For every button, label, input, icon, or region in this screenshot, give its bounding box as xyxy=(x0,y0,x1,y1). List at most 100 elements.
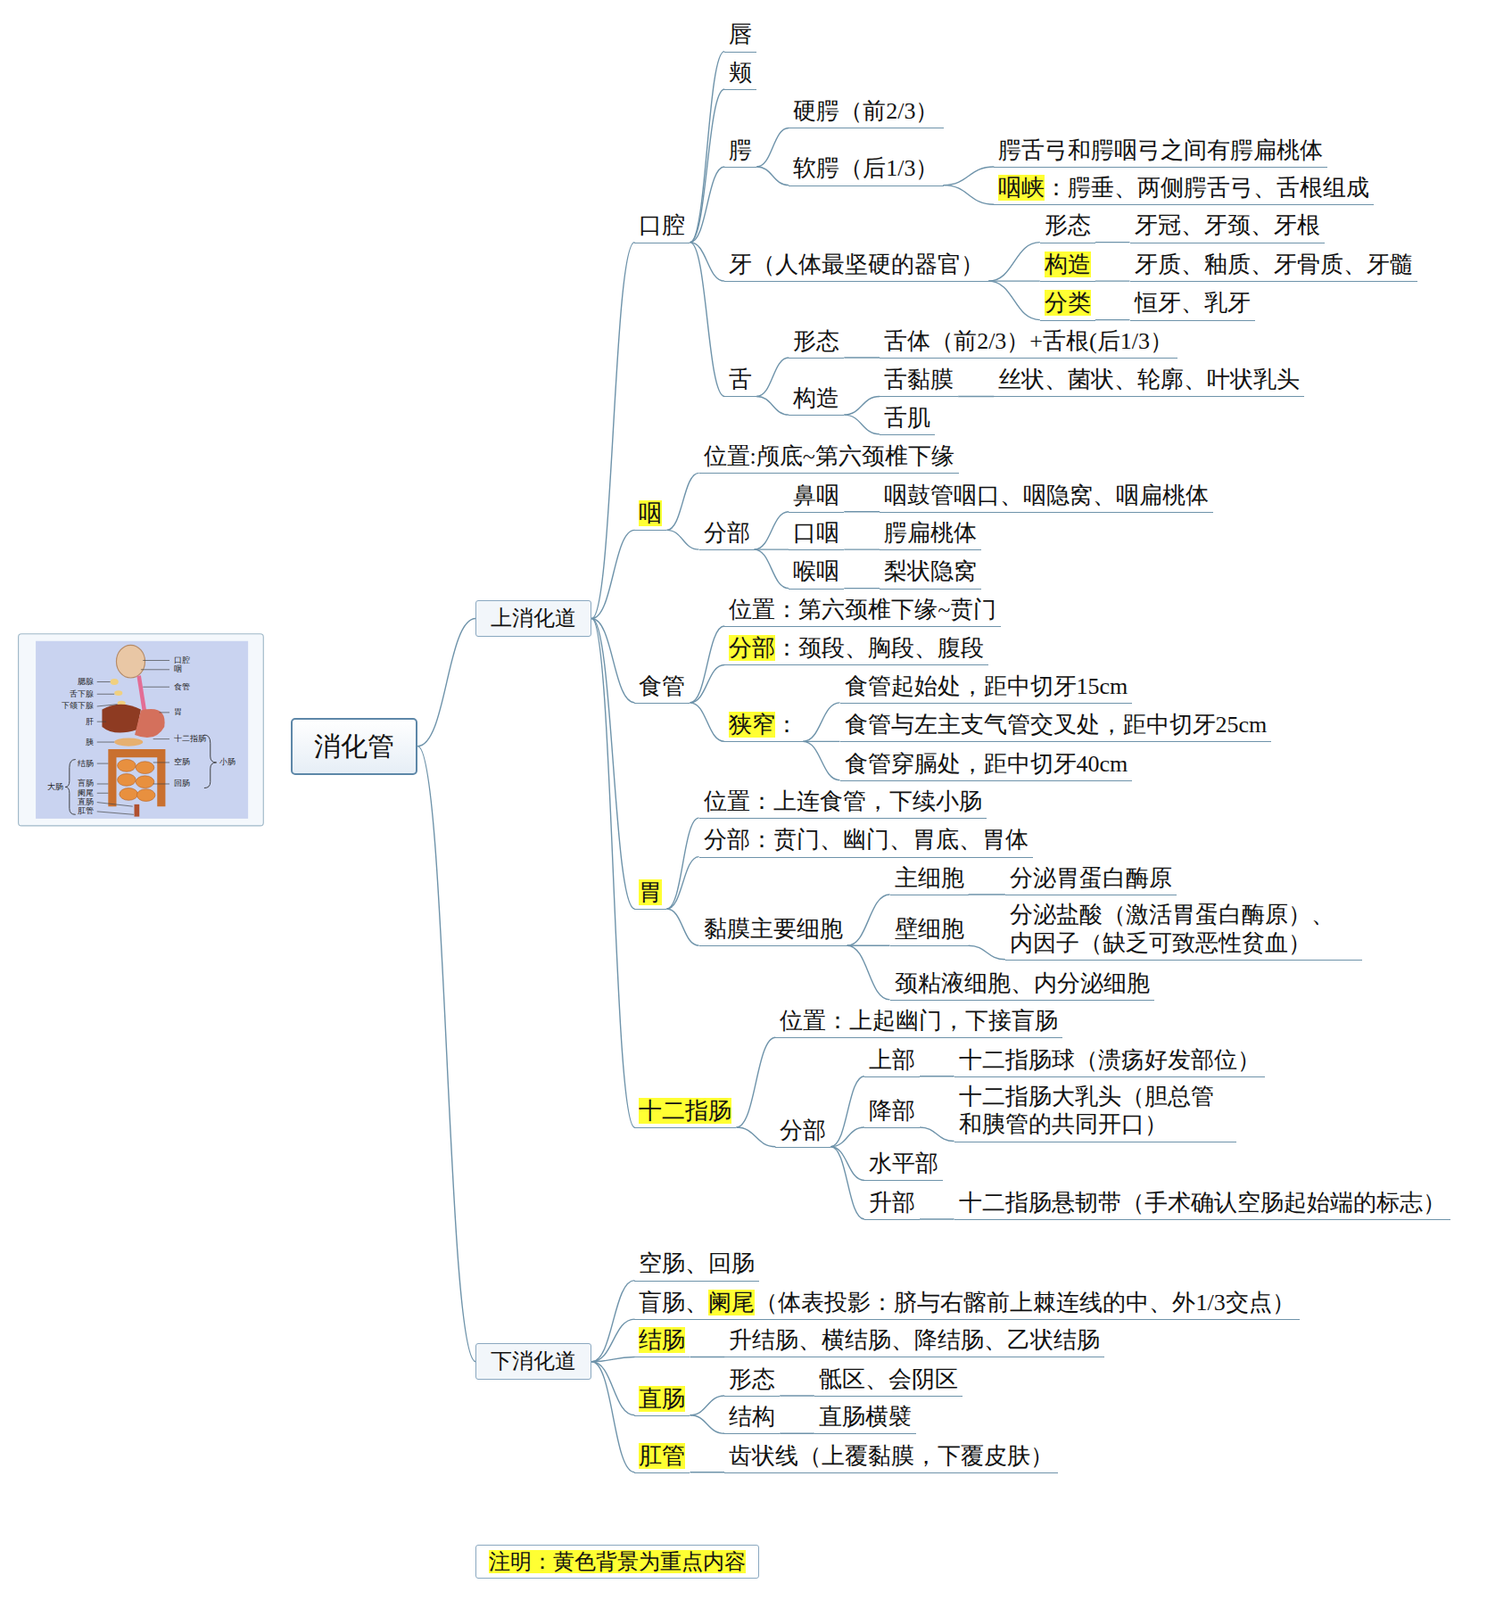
branch-line xyxy=(830,1076,865,1148)
branch-line xyxy=(689,242,725,397)
topic: 舌 xyxy=(724,363,757,397)
branch-line xyxy=(843,396,880,415)
topic-text: 腭扁桃体 xyxy=(884,520,977,546)
topic-text: 主细胞 xyxy=(894,865,965,892)
topic-text: 咽鼓管咽口、咽隐窝、咽扁桃体 xyxy=(884,482,1209,509)
branch-line xyxy=(830,1147,865,1182)
organ-label: 空肠 xyxy=(173,758,191,767)
branch-line xyxy=(689,664,725,703)
branch-line xyxy=(988,242,1041,281)
topic-text: 构造 xyxy=(1044,251,1091,278)
topic: 十二指肠大乳头（胆总管 和胰管的共同开口） xyxy=(954,1081,1238,1142)
topic: 升结肠、横结肠、降结肠、乙状结肠 xyxy=(724,1324,1105,1358)
branch-line xyxy=(754,549,790,589)
topic-text: （体表投影：脐与右髂前上棘连线的中、外1/3交点） xyxy=(754,1289,1295,1316)
topic-text: 咽峡 xyxy=(998,174,1045,201)
branch-line xyxy=(756,396,789,415)
branch-line xyxy=(689,702,725,743)
topic: 分部 xyxy=(775,1115,831,1149)
root-topic: 消化管 xyxy=(290,718,418,776)
topic: 十二指肠球（溃疡好发部位） xyxy=(954,1044,1265,1078)
topic-text: 齿状线（上覆黏膜，下覆皮肤） xyxy=(728,1443,1054,1470)
branch-line xyxy=(919,1127,955,1142)
branch-line xyxy=(843,356,880,358)
topic: 黏膜主要细胞 xyxy=(699,913,848,947)
branch-line xyxy=(802,702,840,743)
topic-text: 结构 xyxy=(728,1404,776,1430)
branch-line xyxy=(919,1218,955,1220)
topic-text: 口腔 xyxy=(638,212,686,239)
branch-line xyxy=(802,741,840,780)
topic-text: 颊 xyxy=(728,59,752,86)
organ-label: 胰 xyxy=(85,738,94,747)
branch-line xyxy=(847,894,891,946)
branch-line xyxy=(756,166,789,186)
topic-text: 直肠横襞 xyxy=(818,1404,912,1430)
topic: 牙质、釉质、牙骨质、牙髓 xyxy=(1130,248,1418,282)
branch-line xyxy=(847,945,891,1000)
topic-text: ：颈段、胸段、腹段 xyxy=(775,635,984,661)
topic-text: 下消化道 xyxy=(490,1349,577,1373)
topic: 舌体（前2/3）+舌根(后1/3） xyxy=(879,325,1178,359)
topic: 颊 xyxy=(724,57,757,91)
topic: 上部 xyxy=(864,1044,920,1078)
topic-text: 分泌盐酸（激活胃蛋白酶原）、 内因子（缺乏可致恶性贫血） xyxy=(1009,901,1335,956)
topic: 结构 xyxy=(724,1401,780,1435)
topic-text: 牙冠、牙颈、牙根 xyxy=(1134,212,1321,239)
branch-line xyxy=(735,1127,776,1148)
organ-label: 直肠 xyxy=(77,798,94,807)
topic-text: 牙（人体最坚硬的器官） xyxy=(728,251,984,278)
illustration-group xyxy=(18,634,265,827)
large-intestine-bracket xyxy=(65,760,75,816)
branch-line xyxy=(988,280,1041,320)
topic-text: 壁细胞 xyxy=(894,916,965,942)
organ-label: 回肠 xyxy=(173,779,191,788)
branch-line xyxy=(689,89,725,243)
topic: 位置：上起幽门，下接盲肠 xyxy=(775,1005,1063,1039)
topic-text: 牙质、釉质、牙骨质、牙髓 xyxy=(1134,251,1413,278)
topic-text: 鼻咽 xyxy=(793,482,840,509)
topic-text: 构造 xyxy=(793,385,840,412)
branch-line xyxy=(919,1075,955,1077)
topic: 形态 xyxy=(788,325,844,359)
topic: 水平部 xyxy=(864,1148,943,1182)
topic: 主细胞 xyxy=(890,862,969,896)
organ-label: 口腔 xyxy=(173,656,191,665)
topic-text: 水平部 xyxy=(868,1150,939,1177)
topic-text: 升结肠、横结肠、降结肠、乙状结肠 xyxy=(728,1327,1100,1354)
branch-line xyxy=(591,1362,635,1473)
topic: 分部 xyxy=(699,517,755,551)
branch-line xyxy=(943,185,995,206)
organ-label: 肛管 xyxy=(77,807,94,816)
topic: 十二指肠 xyxy=(634,1095,736,1129)
branch-line xyxy=(1095,319,1131,321)
branch-line xyxy=(756,357,789,397)
topic-text: 腭舌弓和腭咽弓之间有腭扁桃体 xyxy=(998,137,1323,164)
topic: 升部 xyxy=(864,1187,920,1221)
branch-line xyxy=(943,166,995,186)
organ-label: 舌下腺 xyxy=(69,690,94,699)
topic: 十二指肠悬韧带（手术确认空肠起始端的标志） xyxy=(954,1187,1451,1221)
main-topic: 下消化道 xyxy=(475,1343,592,1380)
topic: 舌黏膜 xyxy=(879,363,959,397)
topic: 唇 xyxy=(724,18,757,52)
topic-text: 位置：第六颈椎下缘~贲门 xyxy=(728,596,997,623)
branch-line xyxy=(735,1037,776,1128)
topic: 硬腭（前2/3） xyxy=(788,95,943,129)
branch-line xyxy=(591,529,635,619)
topic: 狭窄： xyxy=(724,709,803,743)
topic-text: 注明：黄色背景为重点内容 xyxy=(488,1550,746,1574)
topic: 形态 xyxy=(1040,209,1096,243)
branch-line xyxy=(754,548,790,550)
branch-line xyxy=(591,242,635,620)
topic-text: 形态 xyxy=(793,328,840,355)
branch-line xyxy=(417,619,476,747)
topic-text: 丝状、菌状、轮廓、叶状乳头 xyxy=(998,366,1300,393)
topic-text: 舌体（前2/3）+舌根(后1/3） xyxy=(884,328,1174,355)
branch-line xyxy=(756,127,789,166)
topic-text: 黏膜主要细胞 xyxy=(703,916,843,942)
branch-line xyxy=(417,746,476,1363)
topic: 直肠横襞 xyxy=(814,1401,917,1435)
organ-label: 盲肠 xyxy=(77,779,94,788)
topic-text: 上消化道 xyxy=(490,606,577,630)
